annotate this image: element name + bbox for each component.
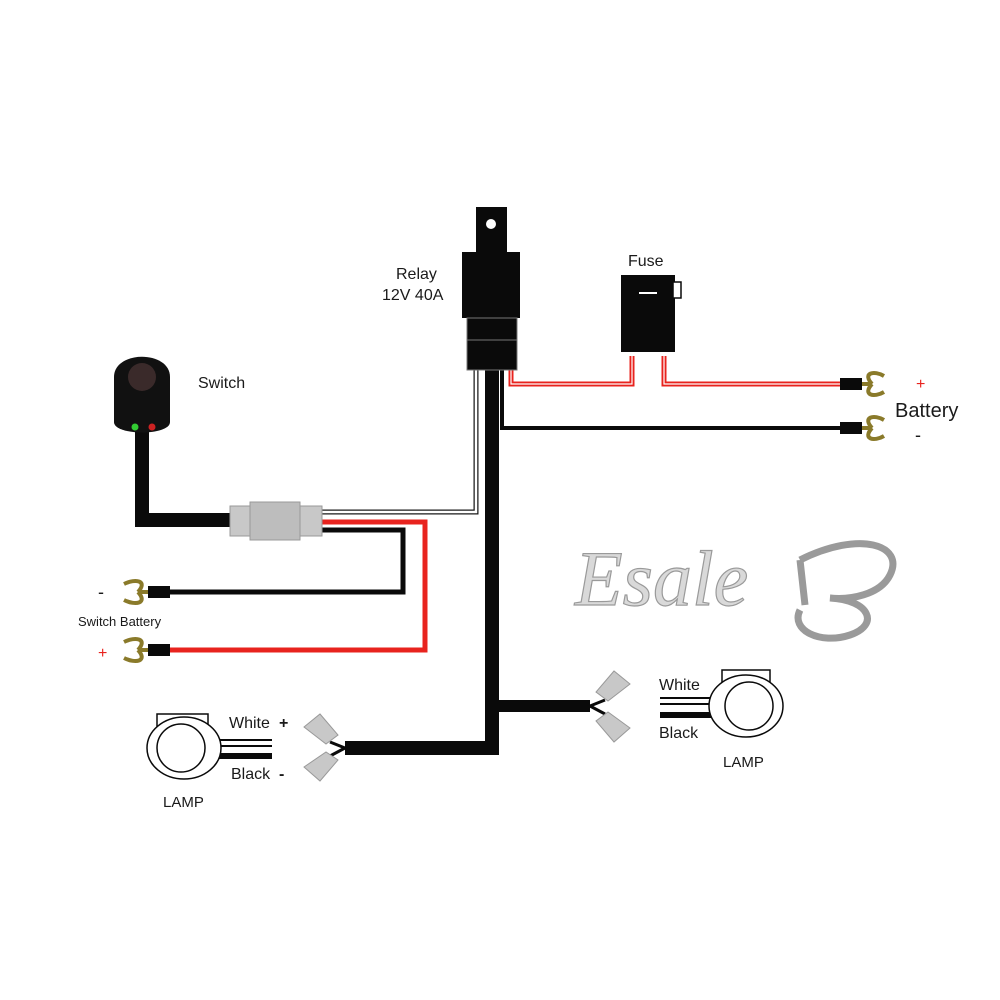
left-lamp-lens-icon bbox=[156, 723, 206, 773]
relay-to-fuse-red-wire bbox=[508, 356, 635, 387]
battery-plus-sign: + bbox=[916, 376, 925, 393]
switch-button-icon[interactable] bbox=[128, 363, 156, 391]
wire-highlight bbox=[510, 356, 633, 385]
left-lamp bbox=[146, 713, 272, 780]
switch-negative-black-wire bbox=[165, 527, 406, 595]
fuse-to-battery-red-wire bbox=[661, 356, 845, 387]
relay-to-battery-black-wire bbox=[500, 370, 845, 430]
green-led-icon bbox=[131, 423, 139, 431]
watermark-text: Esale bbox=[574, 535, 748, 622]
battery-label: Battery bbox=[895, 400, 958, 422]
left-white-plus-sign: + bbox=[279, 715, 288, 732]
right-black-spade-connector-icon bbox=[595, 711, 631, 743]
battery-minus-sign: - bbox=[915, 425, 921, 445]
right-lamp-lens-icon bbox=[724, 681, 774, 731]
switch-battery-negative-fork-terminal-icon bbox=[123, 578, 148, 606]
battery-negative-sleeve bbox=[840, 422, 862, 434]
main-harness bbox=[345, 370, 590, 755]
relay-mounting-hole bbox=[486, 219, 496, 229]
relay-body bbox=[462, 252, 520, 318]
fuse-cap bbox=[672, 281, 682, 299]
left-split-wires bbox=[329, 740, 346, 758]
battery-positive-sleeve bbox=[840, 378, 862, 390]
switch-black-cable bbox=[135, 420, 232, 527]
relay-mounting-tab bbox=[476, 207, 507, 257]
switch[interactable] bbox=[114, 356, 170, 433]
right-lamp bbox=[660, 669, 784, 738]
switch-label: Switch bbox=[198, 375, 245, 392]
right-white-spade-connector-icon bbox=[595, 670, 631, 702]
fuse bbox=[621, 275, 682, 352]
switch-battery-positive-fork-terminal-icon bbox=[123, 636, 148, 664]
left-white-spade-connector-icon bbox=[303, 713, 339, 745]
right-split-wires bbox=[589, 698, 606, 716]
switch-signal-wire bbox=[320, 370, 479, 515]
switch-body bbox=[114, 356, 170, 433]
right-lamp-label: LAMP bbox=[723, 754, 764, 771]
inline-connector-sleeve bbox=[249, 501, 301, 541]
switch-battery-wires bbox=[165, 519, 428, 653]
switch-battery-negative-sleeve bbox=[148, 586, 170, 598]
left-lamp-label: LAMP bbox=[163, 794, 204, 811]
relay-to-switch-white-wire bbox=[320, 370, 479, 515]
watermark: Esale bbox=[573, 534, 897, 642]
battery-wires bbox=[500, 356, 845, 430]
left-black-minus-sign: - bbox=[279, 766, 284, 783]
relay-socket bbox=[466, 317, 518, 371]
battery-positive-fork-terminal-icon bbox=[862, 370, 886, 398]
switch-battery-terminals bbox=[123, 578, 170, 664]
right-white-label: White bbox=[659, 677, 700, 694]
switch-battery-plus-sign: + bbox=[98, 645, 107, 662]
left-lamp-connectors bbox=[303, 713, 346, 782]
watermark-logo-icon bbox=[794, 540, 897, 642]
switch-positive-red-wire bbox=[165, 519, 428, 653]
switch-battery-minus-sign: - bbox=[98, 582, 104, 602]
relay-rating-label: 12V 40A bbox=[382, 287, 444, 304]
fuse-label: Fuse bbox=[628, 253, 664, 270]
wire-highlight bbox=[320, 370, 478, 514]
left-white-label: White bbox=[229, 715, 270, 732]
battery-terminals bbox=[840, 370, 886, 442]
harness-trunk-to-left-lamp bbox=[345, 370, 499, 755]
switch-battery-label: Switch Battery bbox=[78, 614, 162, 629]
left-black-label: Black bbox=[231, 766, 271, 783]
red-led-icon bbox=[148, 423, 156, 431]
relay-label: Relay bbox=[396, 266, 437, 283]
switch-inline-connector bbox=[229, 501, 323, 541]
left-black-spade-connector-icon bbox=[303, 751, 339, 782]
wire-highlight bbox=[663, 356, 845, 385]
switch-battery-positive-sleeve bbox=[148, 644, 170, 656]
switch-cable bbox=[135, 420, 232, 527]
battery-negative-fork-terminal-icon bbox=[862, 414, 886, 442]
fuse-body bbox=[621, 275, 675, 352]
right-lamp-connectors bbox=[589, 670, 631, 743]
right-black-label: Black bbox=[659, 725, 699, 742]
relay bbox=[462, 207, 520, 371]
